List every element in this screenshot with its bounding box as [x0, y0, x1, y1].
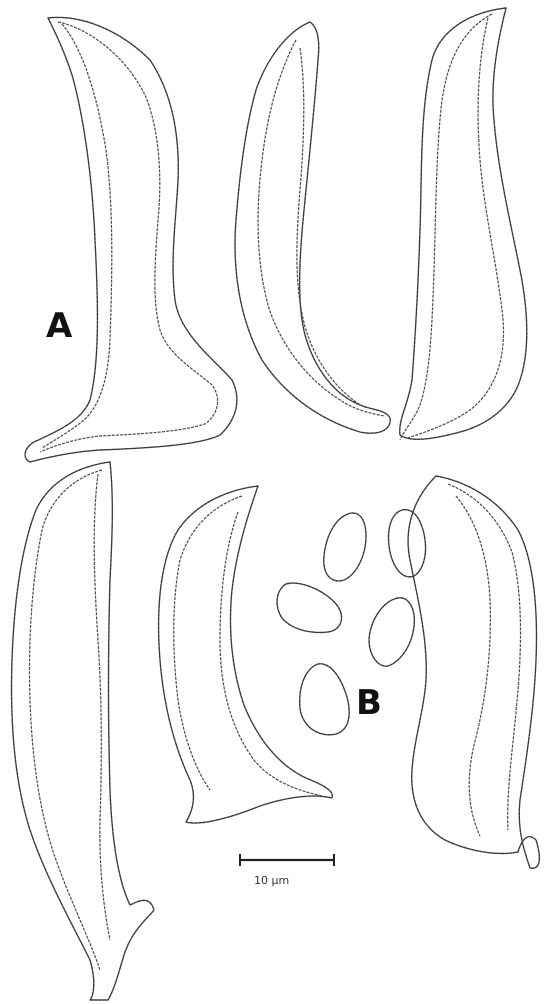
- spore-1: [324, 513, 366, 581]
- panel-b-cell-3: [408, 476, 539, 868]
- panel-b-spores: [277, 510, 425, 735]
- panel-label-a: A: [46, 306, 72, 346]
- spore-4: [369, 598, 414, 666]
- panel-a-cell-3: [400, 8, 527, 440]
- spore-3: [277, 583, 341, 632]
- scale-bar-label: 10 μm: [254, 874, 289, 887]
- panel-a-cell-2: [235, 22, 390, 433]
- panel-b-cell-1: [12, 462, 154, 1000]
- panel-b-cell-2: [159, 486, 333, 823]
- spore-2: [389, 510, 426, 577]
- spore-5: [300, 664, 349, 735]
- scale-bar: [240, 854, 334, 866]
- panel-label-b: B: [356, 683, 382, 723]
- panel-a-cell-1: [25, 17, 237, 462]
